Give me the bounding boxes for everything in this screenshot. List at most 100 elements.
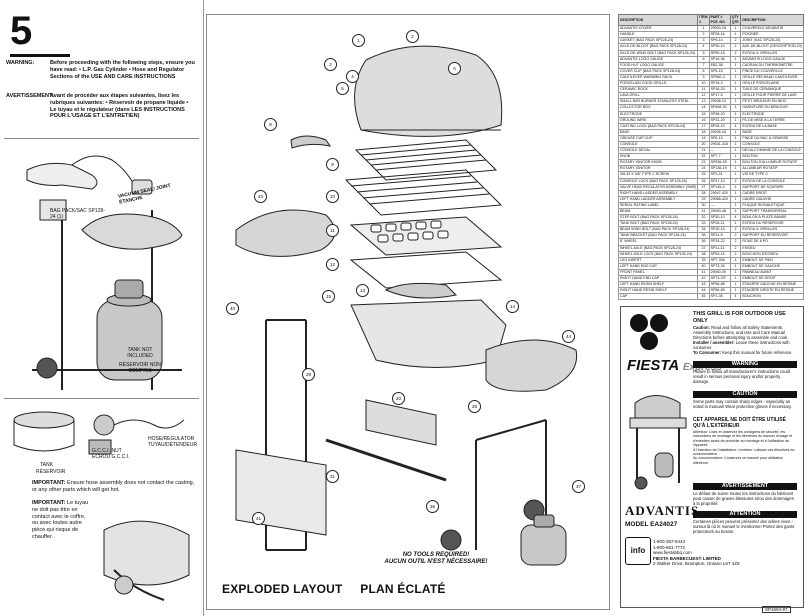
step-number: 5: [10, 8, 70, 57]
exploded-diagram-frame: [206, 14, 610, 610]
item-number: 11: [697, 86, 710, 94]
item-number: 13: [697, 98, 710, 106]
gcc-nut-label: G.C.C.I. NUT ÉCROU G.C.C.I.: [92, 448, 130, 460]
avertissement-head: AVERTISSEMENT: [693, 483, 797, 490]
reservoir-non-compris-label: RÉSERVOIR NON COMPRIS: [119, 362, 161, 374]
item-number: 6: [697, 55, 710, 63]
part-description: WHEEL AXLE LOCK (BAG PACK SP128-24): [617, 250, 699, 258]
part-description: AXLE-DE-BLOOT (BAG PACK SP128-24): [617, 43, 699, 51]
header-qty: QTY QTÉ: [729, 13, 742, 27]
part-description-fr: PINCE DU BAC À GRAISSE: [740, 134, 804, 142]
part-number: EB2-38: [708, 61, 731, 69]
item-number: 37: [697, 244, 710, 252]
important-fr-text: Le tuyau ne doit pas être en contact ave…: [32, 500, 89, 540]
part-number: SP73-33*: [708, 275, 731, 283]
callout-8: 8: [264, 118, 277, 131]
item-number: 32: [697, 214, 710, 222]
item-number: 19: [697, 134, 710, 142]
item-number: 20: [697, 140, 710, 149]
part-number: 29036-13: [708, 98, 731, 106]
parts-list-table: DESCRIPTION ITEM # PART # PCE. NO. QTY Q…: [617, 13, 804, 301]
website: www.fiestabbq.com: [653, 550, 692, 555]
product-name: ADVANTIS: [625, 503, 700, 518]
part-number: SP3-21: [708, 171, 731, 179]
item-number: 16: [697, 116, 710, 124]
callout-12: 12: [326, 258, 339, 271]
part-description-fr: TUILE DE CÉRAMIQUE: [740, 86, 804, 94]
item-number: 29: [697, 195, 710, 203]
important-en-key: IMPORTANT:: [32, 480, 66, 486]
tank-not-included-label: TANK NOT INCLUDED: [127, 347, 153, 359]
item-number: 25: [697, 171, 710, 179]
item-number: 1: [697, 25, 710, 33]
item-number: 4: [697, 43, 710, 51]
part-description-fr: FIL DE MISE À LA TERRE: [740, 116, 804, 124]
part-description-fr: BOUTON D'ALLUMEUR ROTATIF: [740, 159, 804, 167]
item-number: 2: [697, 31, 710, 39]
part-number: SP960-3: [708, 73, 731, 82]
part-number: SP98-20: [708, 110, 731, 118]
item-number: 26: [697, 177, 710, 185]
no-tools-note: NO TOOLS REQUIRED! AUCUN OUTIL N'EST NÉC…: [356, 552, 516, 566]
part-description-fr: AXE-DE-BLOOT (DESCRIPTION 24): [740, 43, 804, 51]
phone-2: 1-800-661-7772: [653, 544, 686, 550]
callout-2: 2: [406, 30, 419, 43]
parts-table-header: DESCRIPTION ITEM # PART # PCE. NO. QTY Q…: [617, 13, 804, 27]
part-description-fr: PETIT BRÛLEUR EN INOX: [740, 98, 804, 106]
callout-36: 36: [426, 500, 439, 513]
header-description-fr: DESCRIPTION: [740, 13, 804, 27]
regulator-connection-illustration: [13, 411, 185, 455]
callout-37: 37: [572, 480, 585, 493]
item-number: 31: [697, 207, 710, 216]
part-number: SP16-20: [708, 86, 731, 94]
part-number: SP6-13: [708, 134, 731, 142]
fr-installer: À l'intention de l'installateur / monteu…: [693, 447, 795, 457]
callout-28: 28: [468, 400, 481, 413]
part-number: SP16-3: [708, 80, 731, 88]
callout-3: 3: [324, 58, 337, 71]
part-number: SP145-4: [708, 183, 731, 191]
item-number: 45: [697, 293, 710, 301]
callout-11: 11: [326, 224, 339, 237]
avertissement-block: AVERTISSEMENT: Avant de procéder aux éta…: [6, 93, 196, 133]
part-description-fr: ÉCROU DU RÉSERVOIR: [740, 220, 804, 228]
warning-block: WARNING: Before proceeding with the foll…: [6, 60, 196, 100]
callout-43: 43: [254, 190, 267, 203]
part-number: SP28-11: [708, 220, 731, 228]
divider: [4, 138, 199, 139]
tank-label: TANK: [40, 462, 53, 468]
part-description-fr: GRILLE PORCELAINE: [740, 80, 804, 88]
part-number: 29031-318: [708, 140, 731, 149]
part-number: SP16-36: [708, 55, 731, 63]
important-en-text: Ensure hose assembly does not contact th…: [32, 480, 195, 493]
part-number: SP15-22: [708, 238, 731, 246]
item-number: 23: [697, 159, 710, 167]
item-number: 40: [697, 262, 710, 270]
part-number: SP56-88: [708, 281, 731, 289]
fr-attention: Attention: Lisez et observez les consign…: [693, 430, 793, 448]
part-description: VALVE HEAD REGULATOR ASSEMBLY (SMR): [617, 183, 699, 191]
part-description-fr: GRILLE POUR PIERRE DE LAVE: [740, 92, 804, 100]
item-number: 41: [697, 268, 710, 277]
certification-seal-icons: [630, 314, 668, 350]
